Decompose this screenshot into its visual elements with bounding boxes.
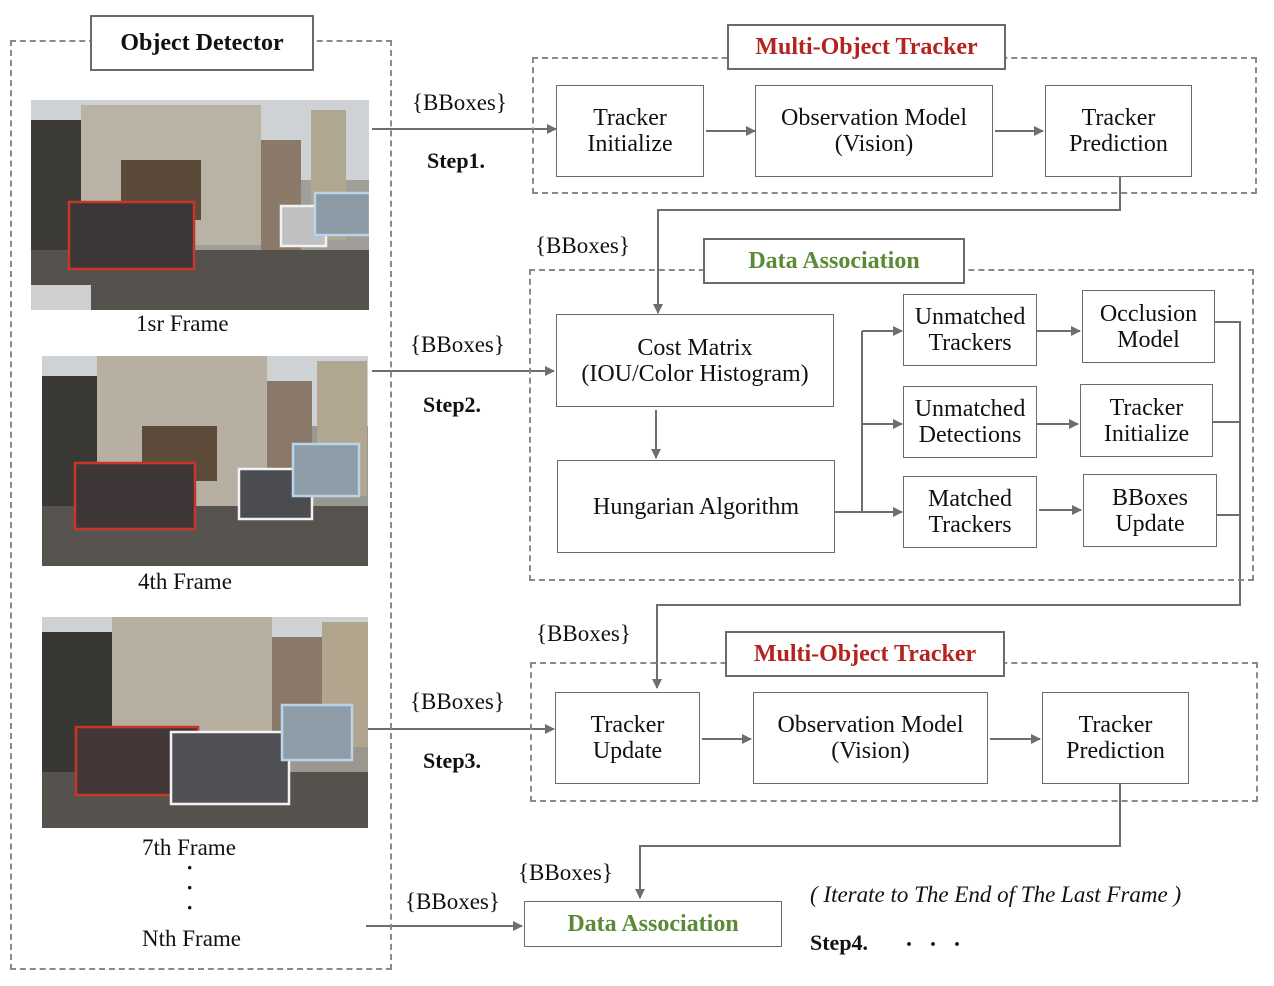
final-association-box: Data Association [524, 901, 782, 947]
tracker2-observation-box: Observation Model (Vision) [753, 692, 988, 784]
bboxes-update-box: BBoxes Update [1083, 474, 1217, 547]
frame-7-caption: 7th Frame [142, 835, 236, 860]
frame-1-caption: 1sr Frame [136, 311, 229, 336]
frame-7-image [42, 617, 368, 828]
tracker1-initialize-box: Tracker Initialize [556, 85, 704, 177]
tracker1-title: Multi-Object Tracker [727, 24, 1006, 70]
bboxes-label-association-final-in: {BBoxes} [518, 860, 613, 885]
unmatched-detections-box: Unmatched Detections [903, 386, 1037, 458]
cost-matrix-box: Cost Matrix (IOU/Color Histogram) [556, 314, 834, 407]
bboxes-label-step2: {BBoxes} [410, 332, 505, 357]
step3-label: Step3. [423, 748, 482, 773]
frame-4-caption: 4th Frame [138, 569, 232, 594]
iterate-note: ( Iterate to The End of The Last Frame ) [810, 882, 1182, 907]
unmatched-trackers-box: Unmatched Trackers [903, 294, 1037, 366]
matched-trackers-box: Matched Trackers [903, 476, 1037, 548]
frame-ellipsis: · · · [186, 855, 194, 920]
frame-1-image [31, 100, 369, 310]
object-detector-title: Object Detector [90, 15, 314, 71]
tracker1-observation-box: Observation Model (Vision) [755, 85, 993, 177]
bboxes-label-step1: {BBoxes} [412, 90, 507, 115]
step1-label: Step1. [427, 148, 486, 173]
arrow-collector [652, 321, 1241, 689]
association-title: Data Association [703, 238, 965, 284]
step2-label: Step2. [423, 392, 482, 417]
arrow-pred2-to-association [635, 784, 1121, 899]
frame-4-image [42, 356, 368, 566]
bboxes-label-tracker2-in: {BBoxes} [536, 621, 631, 646]
step4-label: Step4. [810, 930, 869, 955]
tracker-initialize-box: Tracker Initialize [1080, 384, 1213, 457]
occlusion-model-box: Occlusion Model [1082, 290, 1215, 363]
bboxes-label-step4: {BBoxes} [405, 889, 500, 914]
step4-ellipsis: . . . [906, 926, 966, 952]
hungarian-algorithm-box: Hungarian Algorithm [557, 460, 835, 553]
tracker1-prediction-box: Tracker Prediction [1045, 85, 1192, 177]
tracker-update-box: Tracker Update [555, 692, 700, 784]
bboxes-label-step3: {BBoxes} [410, 689, 505, 714]
nth-frame-caption: Nth Frame [142, 926, 242, 951]
bboxes-label-association-in: {BBoxes} [535, 233, 630, 258]
tracker2-title: Multi-Object Tracker [725, 631, 1005, 677]
tracker2-prediction-box: Tracker Prediction [1042, 692, 1189, 784]
